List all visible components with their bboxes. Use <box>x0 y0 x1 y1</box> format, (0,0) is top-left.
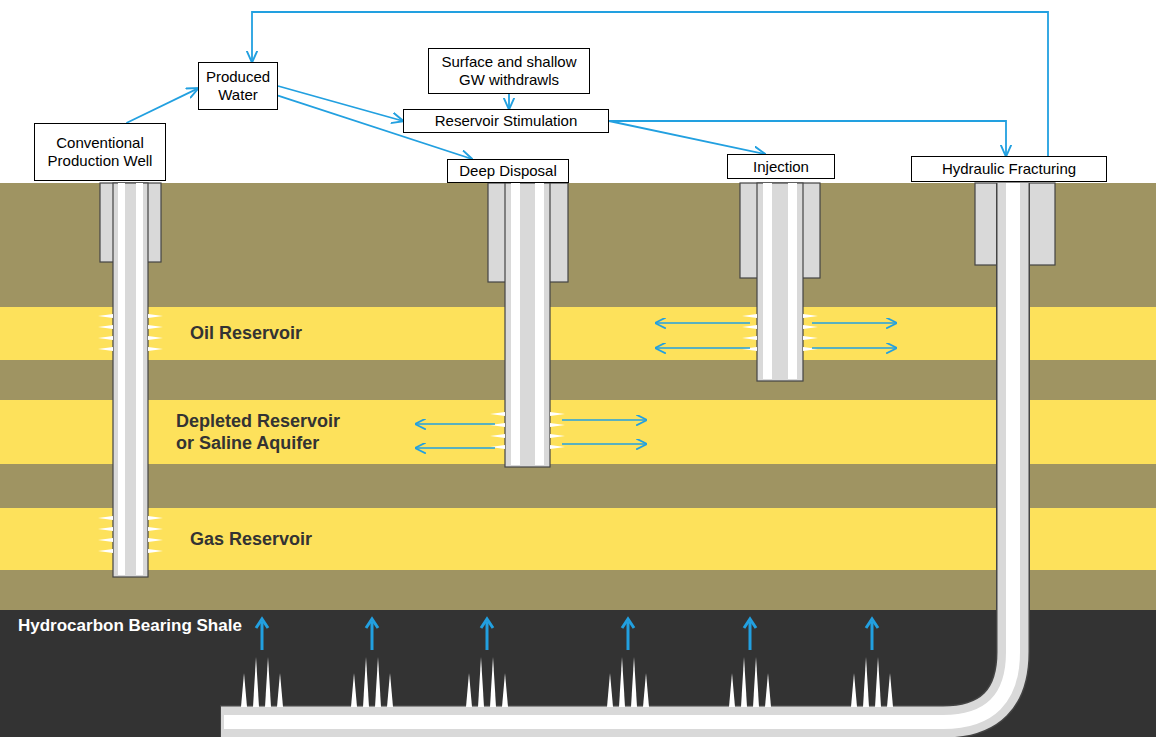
flow-connector <box>609 121 1006 156</box>
band-label: Hydrocarbon Bearing Shale <box>18 615 242 636</box>
reservoir-band: Hydrocarbon Bearing Shale <box>0 610 1156 737</box>
reservoir-band: Gas Reservoir <box>0 508 1156 570</box>
process-box: Surface and shallow GW withdrawls <box>428 48 590 94</box>
perforations <box>98 314 893 707</box>
process-box: Injection <box>727 154 835 179</box>
reservoir-band: Depleted Reservoir or Saline Aquifer <box>0 400 1156 464</box>
box-label: Deep Disposal <box>452 162 564 180</box>
band-label: Gas Reservoir <box>190 528 312 551</box>
process-box: Reservoir Stimulation <box>403 109 609 133</box>
process-box: Deep Disposal <box>447 159 569 183</box>
flow-arrows <box>416 323 896 448</box>
flow-connector <box>252 12 1048 156</box>
oil-band <box>0 307 1156 360</box>
process-box: Hydraulic Fracturing <box>911 156 1107 182</box>
reservoir-band: Oil Reservoir <box>0 307 1156 360</box>
process-box: Produced Water <box>198 62 278 110</box>
box-label: Hydraulic Fracturing <box>916 160 1102 178</box>
gas-flow-arrows <box>256 619 878 650</box>
box-label: Reservoir Stimulation <box>408 112 604 130</box>
injection-well <box>740 183 820 381</box>
band-label: Oil Reservoir <box>190 322 302 345</box>
flow-connector <box>609 121 765 154</box>
aquifer-band <box>0 400 1156 464</box>
horizontal-well <box>220 183 1055 722</box>
process-box: Conventional Production Well <box>34 123 166 181</box>
box-label: Injection <box>732 158 830 176</box>
flow-connector <box>126 88 198 123</box>
box-label: Produced Water <box>203 68 273 104</box>
box-label: Conventional Production Well <box>39 134 161 170</box>
disposal-well <box>488 183 568 467</box>
gas-band <box>0 508 1156 570</box>
ground-strata <box>0 183 1156 737</box>
band-label: Depleted Reservoir or Saline Aquifer <box>176 410 360 455</box>
box-label: Surface and shallow GW withdrawls <box>433 53 585 89</box>
flow-connector <box>508 94 510 109</box>
